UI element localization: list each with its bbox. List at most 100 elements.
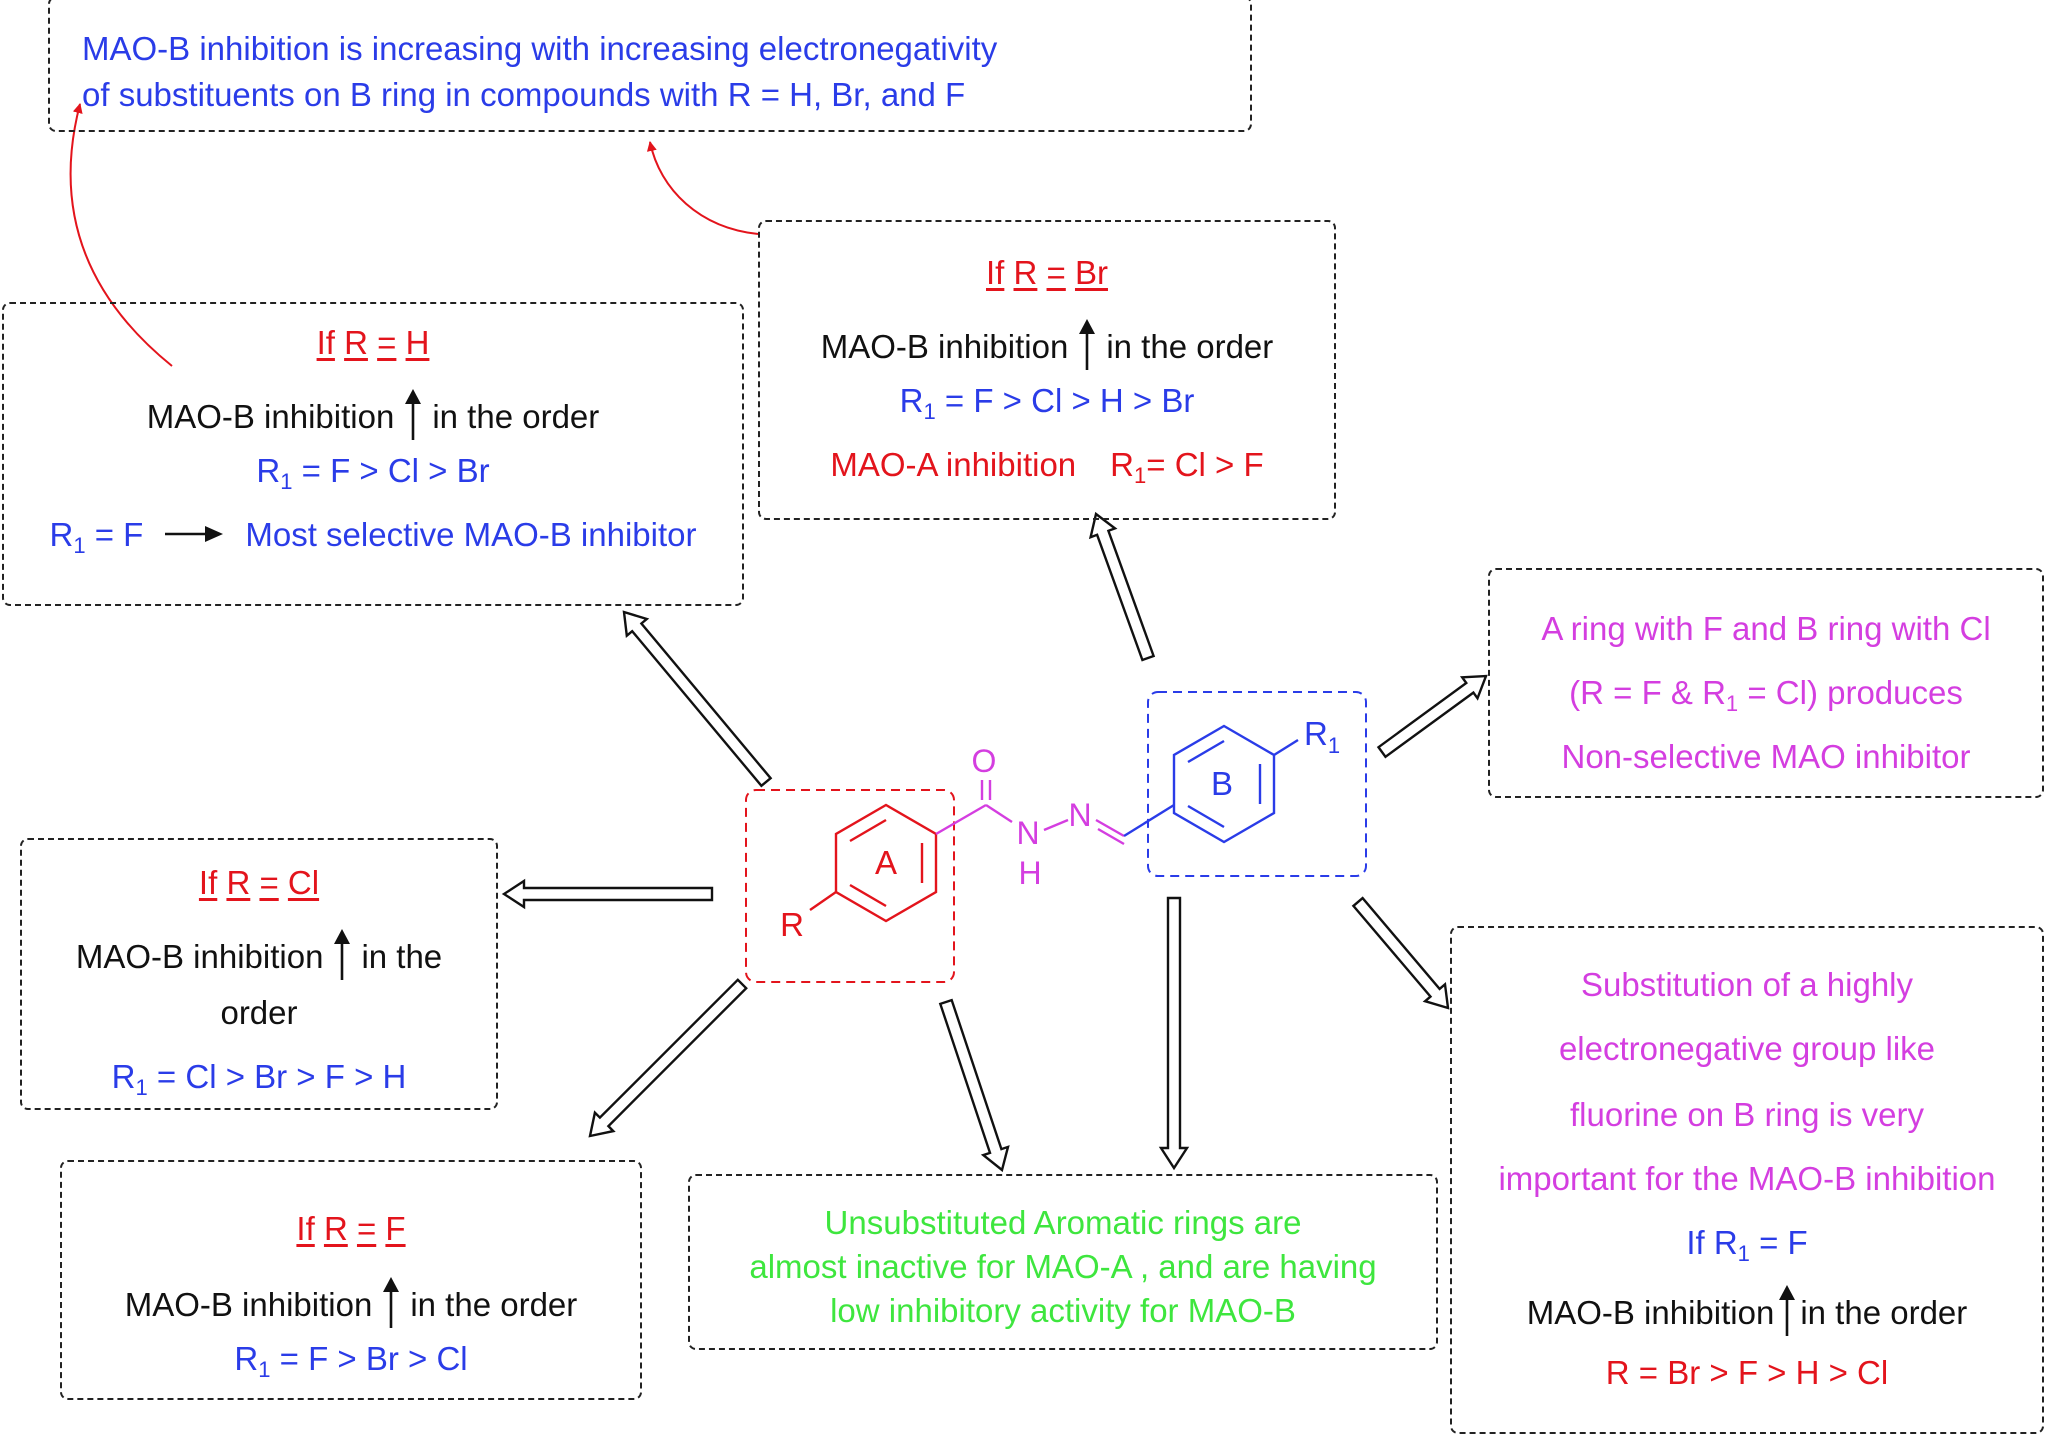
nh-hydrogen: H: [1018, 855, 1041, 891]
ring-b-highlight: [1147, 691, 1367, 877]
up-arrow-icon: [383, 1277, 400, 1328]
non-selective-line-1: A ring with F and B ring with Cl: [1541, 610, 1991, 647]
cond-r: R: [344, 324, 368, 361]
if-pre: If R: [1686, 1224, 1738, 1261]
cond-eq: =: [356, 1210, 377, 1247]
cond-if: If: [296, 1210, 315, 1247]
order-r1: R: [234, 1340, 259, 1377]
order-sub: 1: [280, 469, 293, 494]
trend-text: MAO-B inhibition: [820, 328, 1069, 365]
r-equals-cl-trend-line-2: order: [220, 994, 298, 1031]
r-substituent: R: [780, 906, 804, 943]
r-equals-cl-box: If R = Cl MAO-B inhibition in the order R…: [20, 838, 498, 1110]
red-curved-arrow-from-br-box: [646, 141, 759, 235]
cond-if: If: [198, 864, 218, 901]
order-r1: R: [111, 1058, 136, 1095]
electronegativity-note-line-2: of substituents on B ring in compounds w…: [82, 76, 966, 113]
non-selective-line-3: Non-selective MAO inhibitor: [1561, 738, 1971, 775]
sel-text: Most selective MAO-B inhibitor: [245, 516, 697, 553]
trend-text: MAO-B inhibition: [75, 938, 324, 975]
trend-order-text: in the: [361, 938, 443, 975]
unsubstituted-box: Unsubstituted Aromatic rings are almost …: [688, 1174, 1438, 1350]
ring-a-label: A: [875, 844, 897, 881]
cond-if: If: [316, 324, 335, 361]
fluorine-line-3: fluorine on B ring is very: [1570, 1096, 1924, 1133]
trend-order-text: in the order: [410, 1286, 578, 1323]
unsubstituted-line-1: Unsubstituted Aromatic rings are: [824, 1204, 1302, 1241]
cond-r: R: [1013, 254, 1038, 291]
hollow-arrow-to-unsubstituted-box-b: [1158, 896, 1190, 1171]
order-sub: 1: [923, 399, 936, 424]
fluorine-importance-box: Substitution of a highly electronegative…: [1450, 926, 2044, 1434]
r-equals-f-condition: If R = F: [62, 1212, 640, 1245]
cond-if: If: [986, 254, 1005, 291]
hollow-arrow-to-h-box: [622, 610, 773, 788]
r-equals-cl-trend: MAO-B inhibition in the: [22, 928, 496, 982]
if-post: = F: [1749, 1224, 1808, 1261]
hollow-arrow-to-f-box: [588, 978, 748, 1138]
order-rest: = F > Cl > H > Br: [935, 382, 1195, 419]
order-rest: = F > Cl > Br: [292, 452, 490, 489]
hollow-arrow-to-br-box: [1088, 511, 1156, 662]
fluorine-if-r1: If R1 = F: [1452, 1224, 2042, 1265]
electronegativity-note-box: MAO-B inhibition is increasing with incr…: [48, 0, 1252, 132]
cond-val: Br: [1074, 254, 1108, 291]
r-equals-br-order: R1 = F > Cl > H > Br: [760, 382, 1334, 423]
fluorine-line-2: electronegative group like: [1558, 1030, 1936, 1067]
ring-b: [1172, 724, 1299, 844]
r-equals-br-condition: If R = Br: [760, 256, 1334, 289]
cond-r: R: [323, 1210, 348, 1247]
line2-sub: 1: [1725, 691, 1739, 716]
hollow-arrow-to-unsubstituted-box-a: [938, 998, 1010, 1173]
order-rest: = F > Br > Cl: [270, 1340, 468, 1377]
r-equals-cl-order: R1 = Cl > Br > F > H: [22, 1058, 496, 1099]
order-rest: = Cl > Br > F > H: [147, 1058, 407, 1095]
non-selective-line-2: (R = F & R1 = Cl) produces: [1490, 674, 2042, 715]
ring-a: [809, 803, 938, 923]
cond-r: R: [226, 864, 251, 901]
cond-val: F: [385, 1210, 406, 1247]
cond-eq: =: [259, 864, 279, 901]
r-equals-h-order: R1 = F > Cl > Br: [4, 452, 742, 493]
cond-eq: =: [1046, 254, 1066, 291]
mao-a-text: MAO-A inhibition: [830, 446, 1077, 483]
fluorine-line-4: important for the MAO-B inhibition: [1498, 1160, 1996, 1197]
trend-order-text: in the order: [1800, 1294, 1968, 1331]
non-selective-box: A ring with F and B ring with Cl (R = F …: [1488, 568, 2044, 798]
r-equals-h-condition: If R = H: [4, 326, 742, 359]
hydrazone-linker: [935, 780, 1125, 846]
nh-nitrogen: N: [1016, 815, 1039, 851]
fluorine-order: R = Br > F > H > Cl: [1605, 1354, 1889, 1391]
right-arrow-icon: [165, 526, 224, 542]
sel-r1: R: [49, 516, 74, 553]
order-r1: R: [256, 452, 281, 489]
r-equals-f-order: R1 = F > Br > Cl: [62, 1340, 640, 1381]
fluorine-line-1: Substitution of a highly: [1580, 966, 1914, 1003]
mao-a-r1: R: [1110, 446, 1134, 483]
unsubstituted-line-2: almost inactive for MAO-A , and are havi…: [749, 1248, 1377, 1285]
up-arrow-icon: [1779, 1285, 1796, 1336]
electronegativity-note-line-1: MAO-B inhibition is increasing with incr…: [82, 30, 998, 67]
mao-a-sub: 1: [1134, 463, 1147, 488]
line2-post: = Cl) produces: [1738, 674, 1963, 711]
r-equals-br-mao-a: MAO-A inhibition R1= Cl > F: [760, 446, 1334, 487]
methine-bond: [1123, 803, 1175, 838]
cond-eq: =: [377, 324, 397, 361]
trend-order-text: in the order: [432, 398, 600, 435]
hollow-arrow-to-cl-box: [501, 878, 714, 910]
order-r1: R: [899, 382, 924, 419]
cond-val: Cl: [287, 864, 320, 901]
up-arrow-icon: [405, 389, 422, 440]
mao-a-rest: = Cl > F: [1146, 446, 1264, 483]
sel-sub: 1: [73, 533, 86, 558]
r1-substituent: R1: [1304, 715, 1340, 758]
